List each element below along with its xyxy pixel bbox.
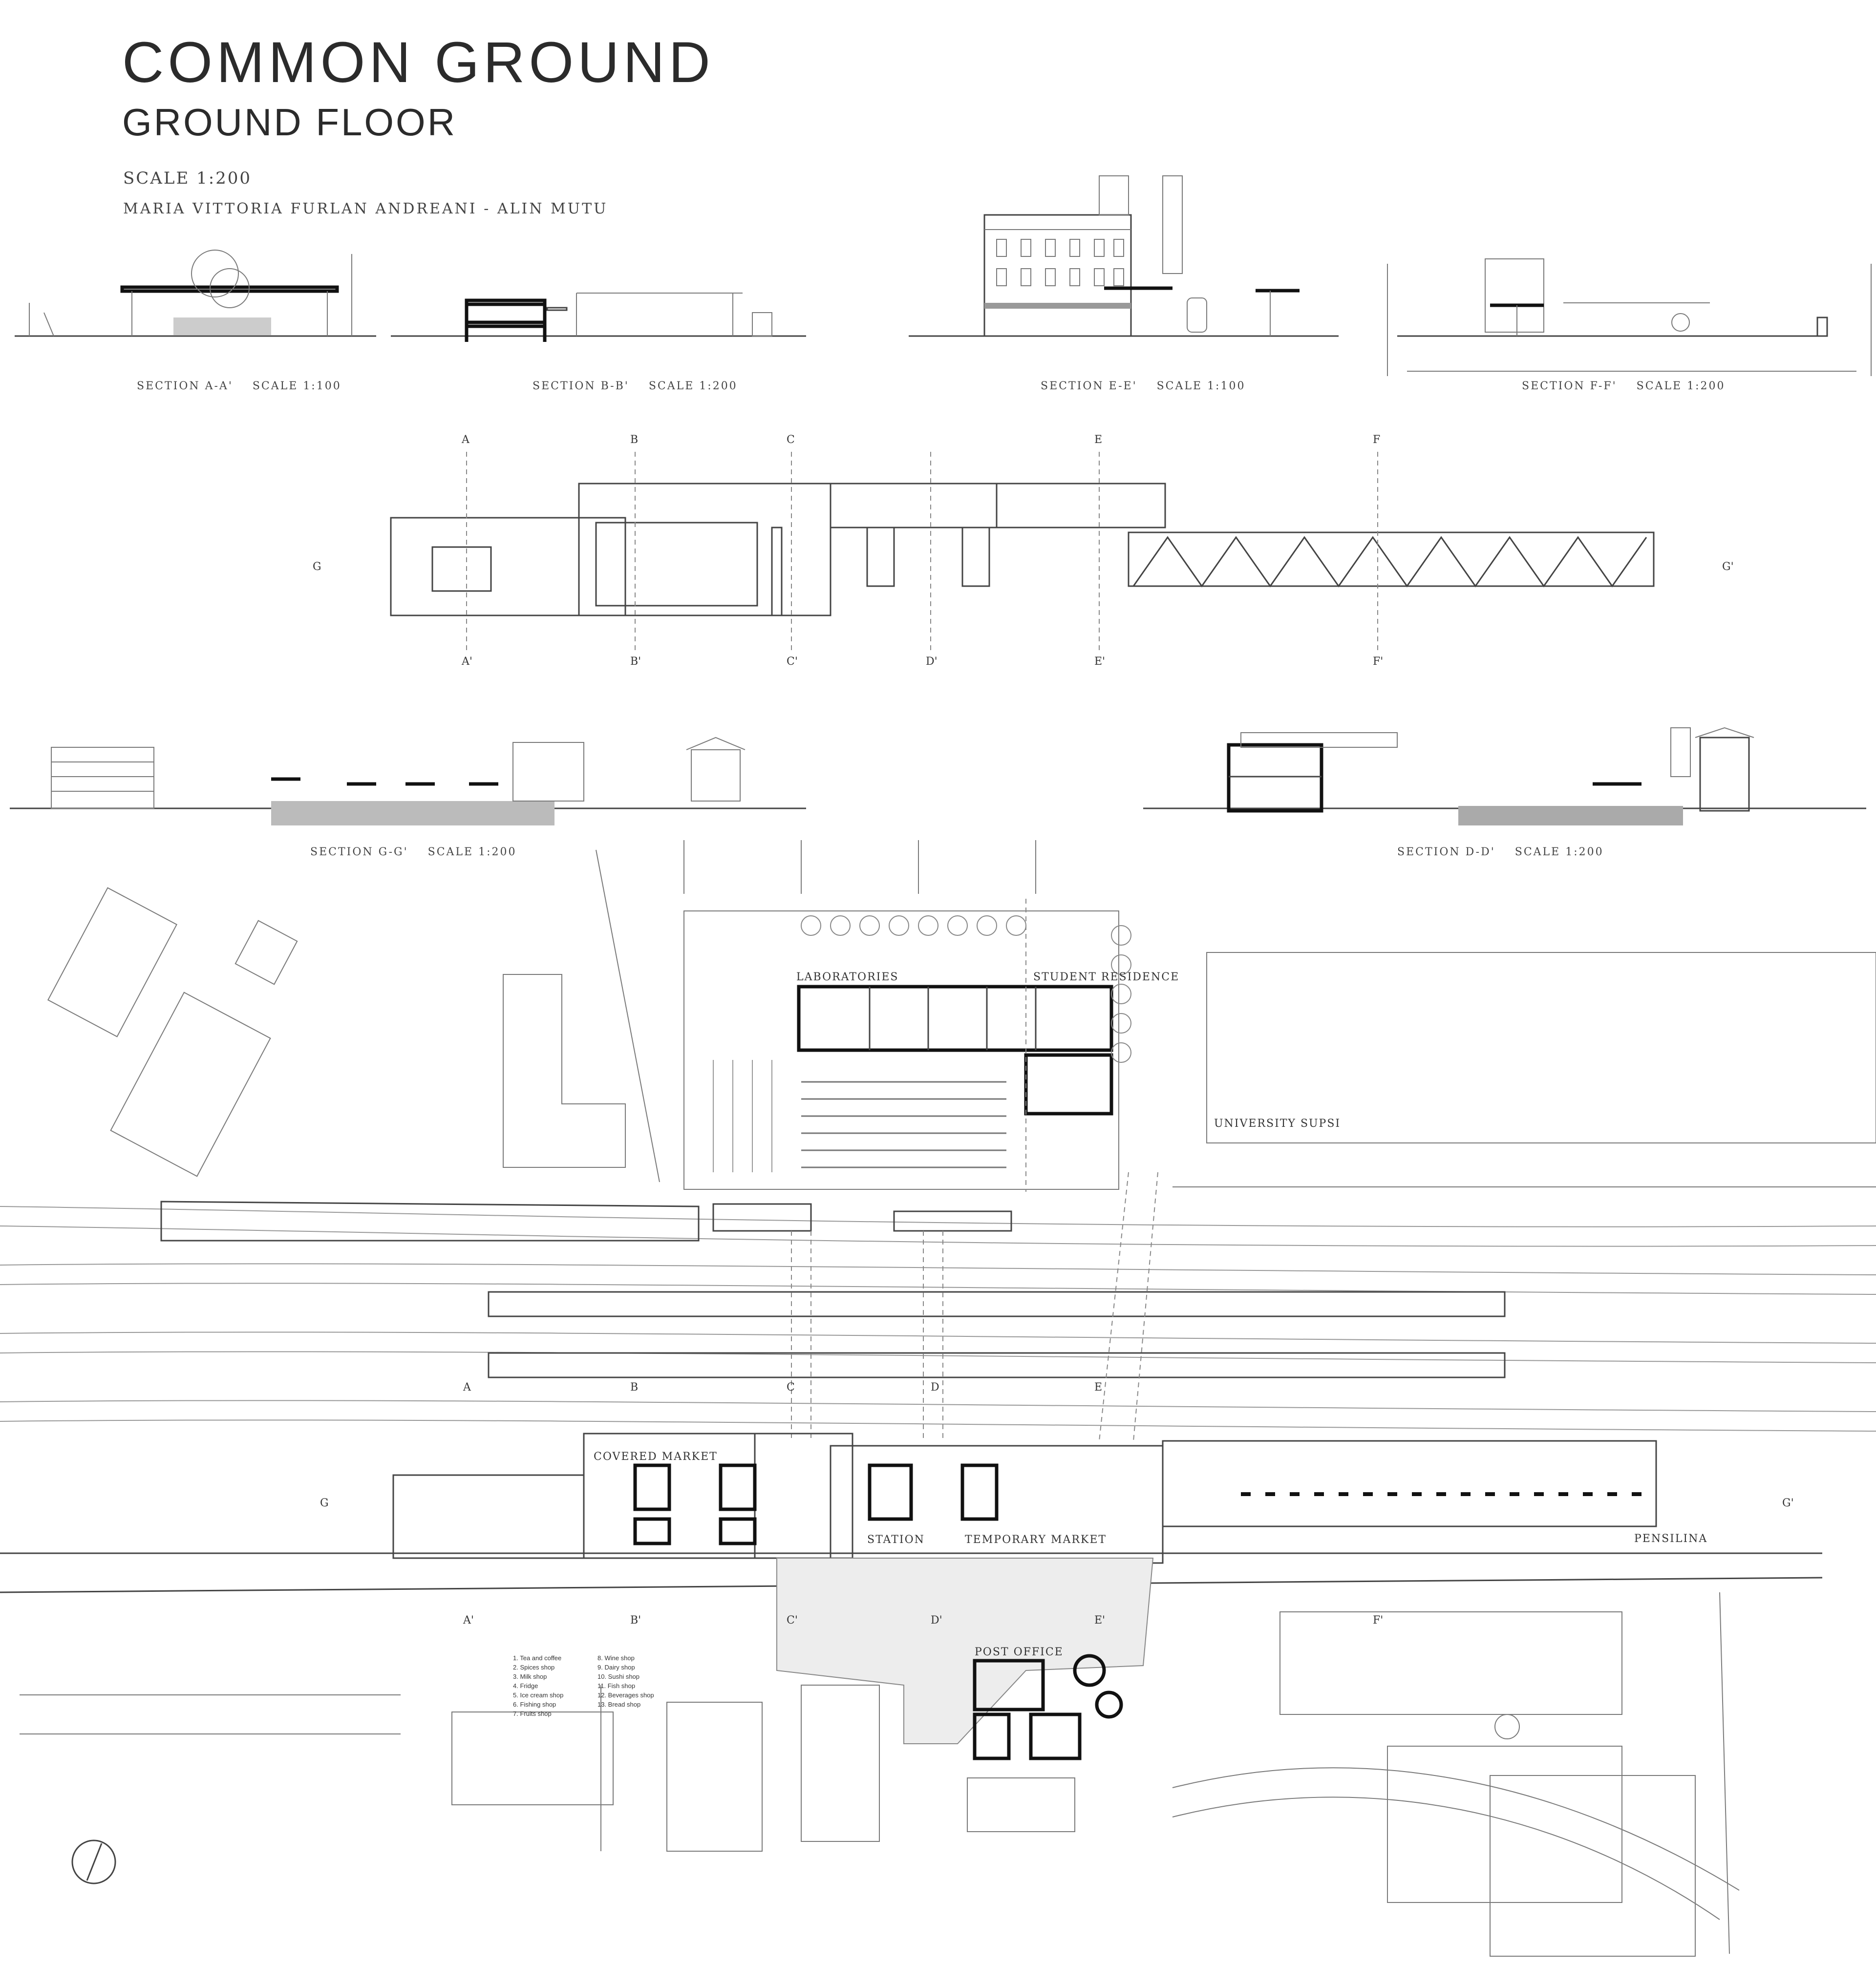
section-aa-drawing xyxy=(15,250,376,337)
section-ff-scale: SCALE 1:200 xyxy=(1636,380,1726,392)
roof-marker-f: F xyxy=(1373,434,1381,446)
roof-marker-g2: G' xyxy=(1722,561,1734,573)
legend-item: 5. Ice cream shop xyxy=(513,1691,564,1699)
section-gg-scale: SCALE 1:200 xyxy=(427,846,517,858)
north-arrow-icon xyxy=(71,1839,116,1884)
legend-item: 10. Sushi shop xyxy=(597,1673,640,1680)
roof-marker-a2: A' xyxy=(462,655,472,668)
plan-marker-b2: B' xyxy=(630,1614,641,1627)
label-laboratories: LABORATORIES xyxy=(796,971,899,983)
plan-marker-g2: G' xyxy=(1782,1497,1794,1509)
page-title: COMMON GROUND xyxy=(122,30,714,95)
legend-item: 6. Fishing shop xyxy=(513,1701,556,1708)
drawing-scale: SCALE 1:200 xyxy=(123,169,252,188)
section-gg-name: SECTION G-G' xyxy=(310,846,408,858)
legend-item: 9. Dairy shop xyxy=(597,1664,635,1671)
section-ee-drawing xyxy=(909,175,1339,337)
roof-marker-c: C xyxy=(787,434,795,446)
section-ee-name: SECTION E-E' xyxy=(1041,380,1137,392)
roof-marker-b: B xyxy=(630,434,639,446)
plan-marker-c: C xyxy=(787,1381,795,1394)
legend-item: 12. Beverages shop xyxy=(597,1691,654,1699)
section-bb-drawing xyxy=(391,293,806,342)
plan-marker-f2: F' xyxy=(1373,1614,1384,1627)
roof-marker-g: G xyxy=(313,561,321,573)
roof-marker-d2: D' xyxy=(926,655,938,668)
section-aa-caption: SECTION A-A' SCALE 1:100 xyxy=(137,380,341,392)
section-ff-name: SECTION F-F' xyxy=(1522,380,1617,392)
section-dd-name: SECTION D-D' xyxy=(1397,846,1495,858)
plan-marker-e2: E' xyxy=(1094,1614,1106,1627)
page-subtitle: GROUND FLOOR xyxy=(122,101,457,144)
label-university: UNIVERSITY SUPSI xyxy=(1214,1118,1341,1130)
roof-marker-f2: F' xyxy=(1373,655,1384,668)
section-ff-caption: SECTION F-F' SCALE 1:200 xyxy=(1522,380,1725,392)
site-plan-drawing xyxy=(0,840,1876,1957)
label-temporary-market: TEMPORARY MARKET xyxy=(965,1534,1107,1546)
plan-marker-b: B xyxy=(630,1381,639,1394)
legend-item: 8. Wine shop xyxy=(597,1654,635,1662)
label-student-residence: STUDENT RESIDENCE xyxy=(1033,971,1180,983)
section-bb-scale: SCALE 1:200 xyxy=(648,380,738,392)
legend-item: 2. Spices shop xyxy=(513,1664,555,1671)
label-station: STATION xyxy=(867,1534,925,1546)
section-ee-caption: SECTION E-E' SCALE 1:100 xyxy=(1041,380,1245,392)
section-ff-drawing xyxy=(1387,258,1872,376)
section-dd-drawing xyxy=(1143,727,1866,825)
plan-marker-c2: C' xyxy=(787,1614,798,1627)
section-gg-caption: SECTION G-G' SCALE 1:200 xyxy=(310,846,517,858)
legend-item: 1. Tea and coffee xyxy=(513,1654,562,1662)
roof-marker-a: A xyxy=(462,434,469,446)
roof-marker-b2: B' xyxy=(630,655,641,668)
section-aa-scale: SCALE 1:100 xyxy=(252,380,341,392)
roof-marker-e: E xyxy=(1094,434,1103,446)
legend-item: 3. Milk shop xyxy=(513,1673,547,1680)
section-bb-name: SECTION B-B' xyxy=(533,380,629,392)
plan-marker-e: E xyxy=(1094,1381,1103,1394)
plan-marker-a: A xyxy=(463,1381,471,1394)
legend-item: 7. Fruits shop xyxy=(513,1710,552,1717)
legend-item: 13. Bread shop xyxy=(597,1701,641,1708)
section-ee-scale: SCALE 1:100 xyxy=(1156,380,1246,392)
roof-marker-e2: E' xyxy=(1094,655,1106,668)
plan-marker-a2: A' xyxy=(463,1614,474,1627)
label-post-office: POST OFFICE xyxy=(975,1646,1064,1658)
plan-marker-g: G xyxy=(320,1497,329,1509)
section-dd-scale: SCALE 1:200 xyxy=(1514,846,1604,858)
section-bb-caption: SECTION B-B' SCALE 1:200 xyxy=(533,380,738,392)
plan-marker-d: D xyxy=(931,1381,939,1394)
shop-legend: 1. Tea and coffee 2. Spices shop 3. Milk… xyxy=(513,1653,674,1718)
label-covered-market: COVERED MARKET xyxy=(594,1451,718,1463)
section-gg-drawing xyxy=(10,737,806,825)
label-pensilina: PENSILINA xyxy=(1634,1533,1708,1545)
roof-plan-drawing xyxy=(390,452,1655,652)
legend-item: 11. Fish shop xyxy=(597,1682,636,1690)
roof-marker-c2: C' xyxy=(787,655,798,668)
plan-marker-d2: D' xyxy=(931,1614,942,1627)
section-aa-name: SECTION A-A' xyxy=(137,380,233,392)
legend-item: 4. Fridge xyxy=(513,1682,538,1690)
section-dd-caption: SECTION D-D' SCALE 1:200 xyxy=(1397,846,1604,858)
authors: MARIA VITTORIA FURLAN ANDREANI - ALIN MU… xyxy=(123,200,608,217)
